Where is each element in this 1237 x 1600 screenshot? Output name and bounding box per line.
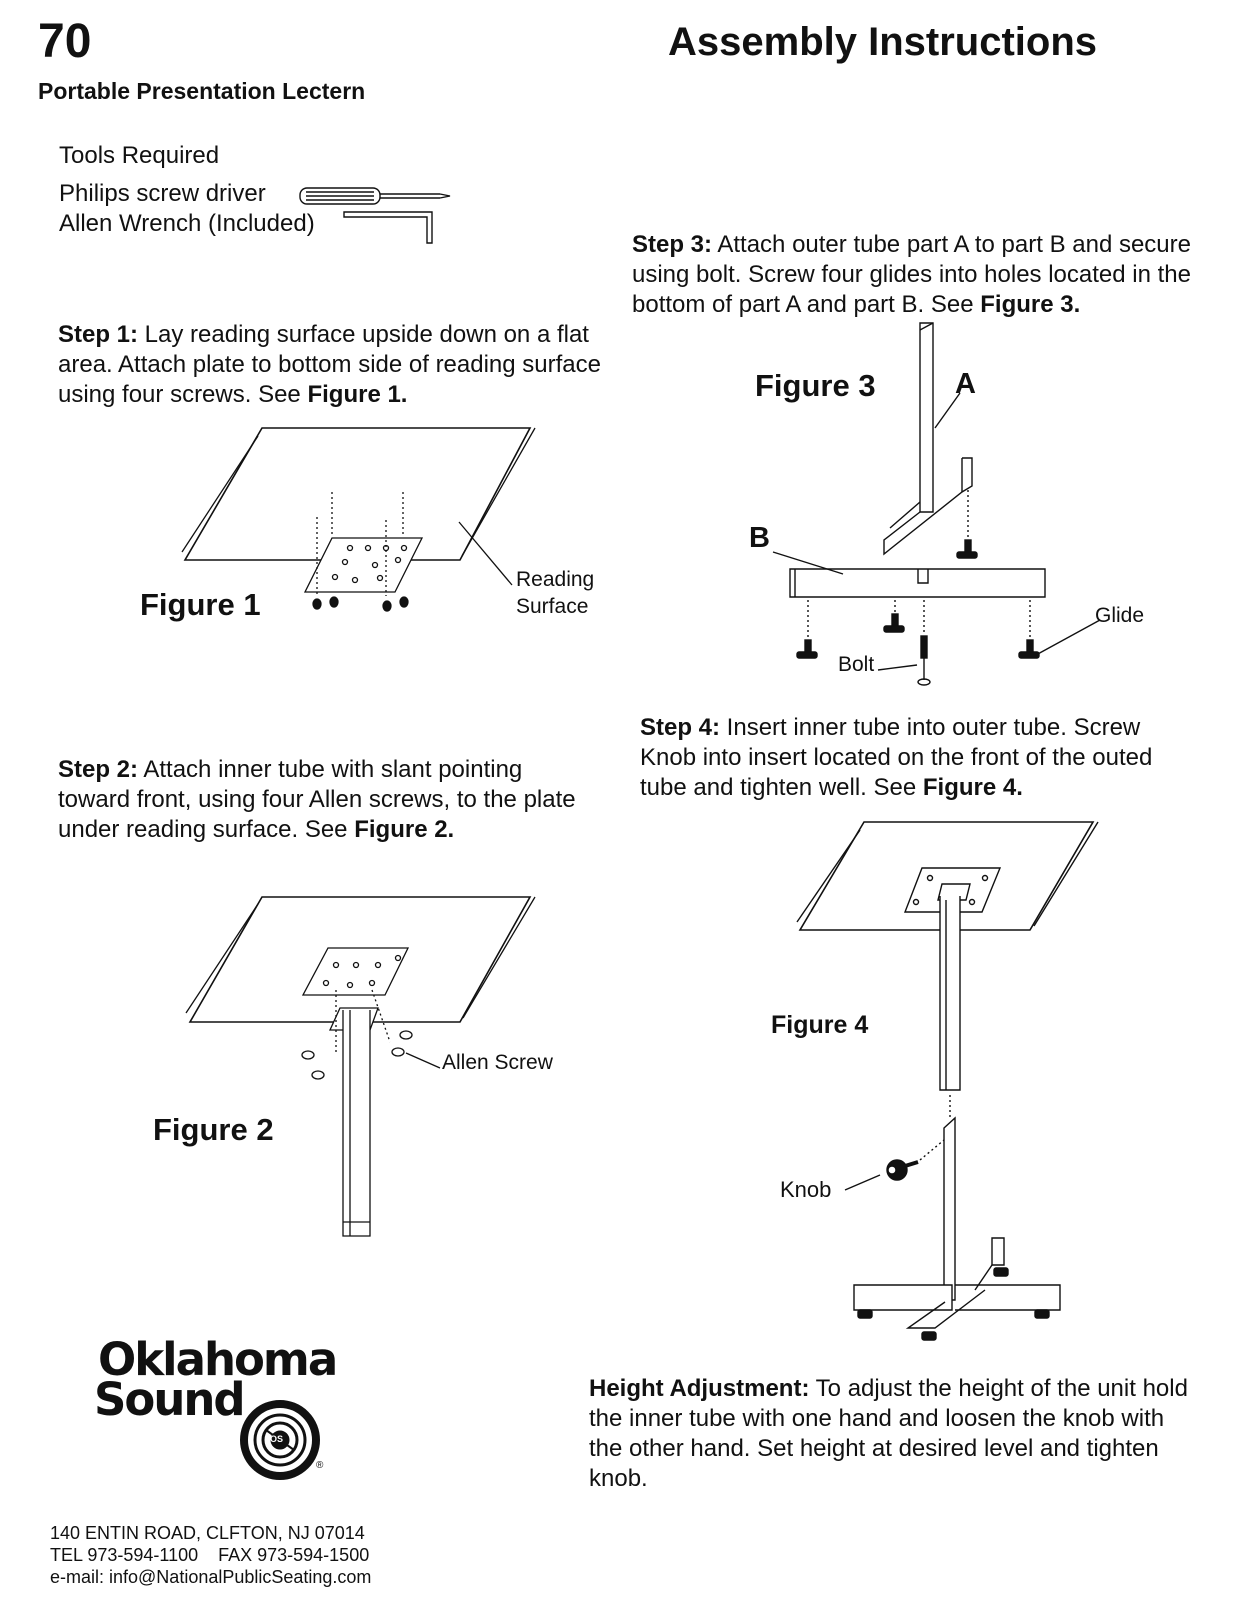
tool-screwdriver-label: Philips screw driver	[59, 180, 266, 207]
step-3-figure-ref: Figure 3.	[980, 291, 1081, 318]
part-a-label: A	[955, 368, 976, 400]
height-adjustment-body: To adjust the height of the unit hold th…	[589, 1375, 1188, 1492]
figure-2-label: Figure 2	[153, 1112, 274, 1147]
registered-mark: ®	[316, 1460, 324, 1471]
contact-block: 140 ENTIN ROAD, CLFTON, NJ 07014 TEL 973…	[50, 1522, 371, 1588]
step-4-label: Step 4:	[640, 714, 721, 741]
figure-4-drawing	[796, 821, 1099, 1341]
figure-2-drawing	[185, 896, 536, 1237]
reading-surface-callout: Reading Surface	[516, 566, 594, 620]
step-3-text: Step 3: Attach outer tube part A to part…	[632, 230, 1192, 320]
step-1-figure-ref: Figure 1.	[307, 381, 408, 408]
step-4-text: Step 4: Insert inner tube into outer tub…	[640, 713, 1200, 803]
step-1-label: Step 1:	[58, 321, 139, 348]
knob-callout: Knob	[780, 1177, 832, 1202]
reading-surface-callout-line2: Surface	[516, 595, 589, 618]
contact-phone-fax: TEL 973-594-1100 FAX 973-594-1500	[50, 1545, 370, 1565]
tool-allen-wrench-label: Allen Wrench (Included)	[59, 210, 315, 237]
step-1-body: Lay reading surface upside down on a fla…	[58, 321, 601, 408]
brand-logo-line1: Oklahoma	[98, 1333, 338, 1386]
contact-email: e-mail: info@NationalPublicSeating.com	[50, 1567, 372, 1587]
step-2-label: Step 2:	[58, 756, 139, 783]
reading-surface-callout-line1: Reading	[516, 568, 595, 591]
model-number: 70	[38, 15, 92, 68]
figure-1-drawing	[181, 427, 536, 612]
screwdriver-icon	[299, 187, 451, 205]
allen-screw-callout: Allen Screw	[442, 1051, 553, 1074]
figure-3-drawing	[772, 322, 1101, 686]
tools-heading: Tools Required	[59, 142, 220, 169]
contact-address: 140 ENTIN ROAD, CLFTON, NJ 07014	[50, 1523, 365, 1543]
emblem-text: OS	[270, 1434, 284, 1444]
step-4-figure-ref: Figure 4.	[922, 774, 1023, 801]
step-2-body: Attach inner tube with slant pointing to…	[58, 756, 576, 843]
document-title: Assembly Instructions	[668, 20, 1098, 64]
height-adjustment-label: Height Adjustment:	[589, 1375, 810, 1402]
oklahoma-sound-emblem	[240, 1400, 320, 1480]
height-adjustment-text: Height Adjustment: To adjust the height …	[589, 1374, 1189, 1494]
step-4-body: Insert inner tube into outer tube. Screw…	[640, 714, 1153, 801]
step-1-text: Step 1: Lay reading surface upside down …	[58, 320, 618, 410]
glide-callout: Glide	[1095, 604, 1145, 627]
bolt-callout: Bolt	[838, 653, 875, 676]
step-3-label: Step 3:	[632, 231, 713, 258]
step-2-figure-ref: Figure 2.	[354, 816, 455, 843]
part-b-label: B	[749, 522, 770, 554]
step-3-body: Attach outer tube part A to part B and s…	[632, 231, 1191, 318]
figure-4-label: Figure 4	[771, 1011, 869, 1039]
brand-logo-line2: Sound	[94, 1373, 246, 1426]
allen-wrench-icon	[343, 211, 433, 244]
figure-3-label: Figure 3	[755, 368, 876, 403]
step-2-text: Step 2: Attach inner tube with slant poi…	[58, 755, 578, 845]
product-name: Portable Presentation Lectern	[38, 78, 366, 104]
figure-1-label: Figure 1	[140, 587, 261, 622]
